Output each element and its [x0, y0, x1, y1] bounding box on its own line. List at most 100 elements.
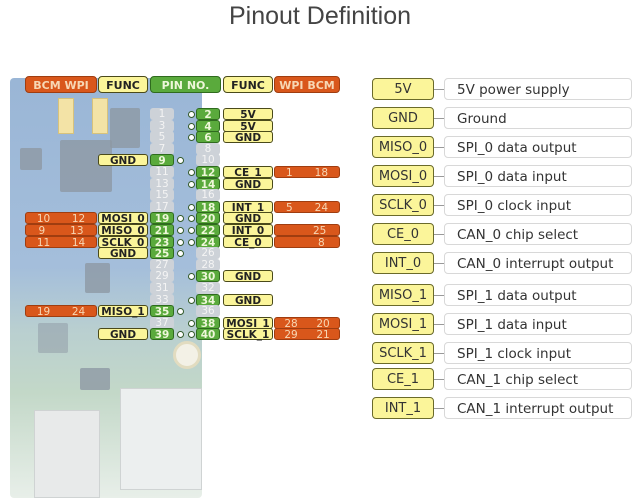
chip-icon — [80, 368, 110, 390]
jumper-icon — [58, 98, 74, 134]
pin-func-left: MISO_1 — [98, 305, 148, 318]
legend-connector — [434, 118, 444, 119]
page-title: Pinout Definition — [228, 2, 412, 30]
pin-connector-icon — [188, 134, 195, 141]
pin-func-right: SCLK_1 — [223, 328, 273, 341]
header-func-left: FUNC — [98, 76, 148, 93]
pin-func-right: 5V — [223, 108, 273, 121]
pin-number-even: 12 — [196, 166, 220, 179]
legend-key: CE_0 — [372, 223, 434, 245]
legend-connector — [434, 408, 444, 409]
pin-connector-icon — [177, 239, 184, 246]
pin-number-odd: 21 — [150, 224, 174, 237]
ethernet-port-icon — [120, 388, 202, 490]
legend-connector — [434, 205, 444, 206]
pin-wpi-bcm-right: 25 — [274, 224, 340, 237]
pin-connector-icon — [188, 123, 195, 130]
legend-connector — [434, 89, 444, 90]
pin-number-odd: 27 — [150, 259, 174, 271]
pin-number-odd: 3 — [150, 120, 174, 132]
legend-key: SCLK_1 — [372, 342, 434, 364]
pin-number-even: 18 — [196, 201, 220, 214]
pin-number-even: 8 — [196, 143, 220, 155]
pin-connector-icon — [177, 157, 184, 164]
pin-connector-icon — [188, 181, 195, 188]
wpi-value: 1 — [285, 167, 293, 179]
pin-func-left: SCLK_0 — [98, 236, 148, 249]
pin-number-odd: 33 — [150, 294, 174, 306]
pin-connector-icon — [188, 320, 195, 327]
bcm-value: 9 — [38, 225, 46, 237]
legend-description: CAN_0 interrupt output — [444, 252, 632, 274]
bcm-value: 24 — [314, 202, 329, 214]
header-wpi-bcm-right: WPI BCM — [274, 76, 340, 93]
pin-number-odd: 5 — [150, 131, 174, 143]
wpi-value: 12 — [71, 213, 86, 225]
pin-func-right: GND — [223, 294, 273, 307]
pin-func-right: GND — [223, 178, 273, 191]
legend-description: SPI_1 data input — [444, 313, 632, 335]
pin-bcm-wpi-left: 9 13 — [25, 224, 97, 237]
pin-connector-icon — [188, 227, 195, 234]
bcm-value: 8 — [317, 237, 325, 249]
pin-number-odd: 39 — [150, 328, 174, 341]
legend-description: Ground — [444, 107, 632, 129]
legend-description: SPI_0 data input — [444, 165, 632, 187]
pin-func-left: GND — [98, 328, 148, 341]
pin-func-right: CE_0 — [223, 236, 273, 249]
legend-description: 5V power supply — [444, 78, 632, 100]
legend-connector — [434, 324, 444, 325]
pin-number-even: 22 — [196, 224, 220, 237]
pin-number-odd: 37 — [150, 317, 174, 329]
header-func-right: FUNC — [223, 76, 273, 93]
pin-number-odd: 1 — [150, 108, 174, 120]
legend-key: INT_0 — [372, 252, 434, 274]
pin-connector-icon — [188, 331, 195, 338]
legend-description: SPI_1 clock input — [444, 342, 632, 364]
pin-func-left: MISO_0 — [98, 224, 148, 237]
pin-func-right: CE_1 — [223, 166, 273, 179]
pin-number-even: 24 — [196, 236, 220, 249]
usb-port-icon — [34, 410, 100, 498]
pin-number-even: 16 — [196, 189, 220, 201]
chip-icon — [60, 140, 112, 192]
legend-connector — [434, 263, 444, 264]
pin-number-odd: 29 — [150, 270, 174, 282]
legend-description: SPI_0 clock input — [444, 194, 632, 216]
pin-connector-icon — [177, 215, 184, 222]
pin-number-even: 20 — [196, 212, 220, 225]
chip-icon — [20, 148, 42, 170]
pin-func-right: 5V — [223, 120, 273, 133]
chip-icon — [85, 263, 110, 293]
legend-description: CAN_1 chip select — [444, 368, 632, 390]
pin-number-even: 10 — [196, 154, 220, 166]
legend-description: CAN_0 chip select — [444, 223, 632, 245]
pin-connector-icon — [177, 308, 184, 315]
pin-wpi-bcm-right: 5 24 — [274, 201, 340, 214]
header-bcm-wpi-left: BCM WPI — [25, 76, 97, 93]
pin-connector-icon — [188, 273, 195, 280]
bcm-value: 25 — [312, 225, 327, 237]
wpi-value: 13 — [70, 225, 84, 237]
pin-connector-icon — [177, 250, 184, 257]
pin-func-right: INT_0 — [223, 224, 273, 237]
pin-connector-icon — [188, 297, 195, 304]
pin-number-odd: 17 — [150, 201, 174, 213]
legend-connector — [434, 234, 444, 235]
bcm-value: 21 — [316, 329, 330, 341]
mount-hole-icon — [173, 341, 201, 369]
pin-connector-icon — [188, 169, 195, 176]
pin-func-right: GND — [223, 270, 273, 283]
pin-number-odd: 9 — [150, 154, 174, 167]
wpi-value: 5 — [285, 202, 293, 214]
pin-connector-icon — [188, 111, 195, 118]
pin-number-odd: 31 — [150, 282, 174, 294]
pin-func-right: GND — [223, 131, 273, 144]
wpi-value: 14 — [71, 237, 86, 249]
legend-connector — [434, 379, 444, 380]
legend-key: GND — [372, 107, 434, 129]
legend-connector — [434, 295, 444, 296]
